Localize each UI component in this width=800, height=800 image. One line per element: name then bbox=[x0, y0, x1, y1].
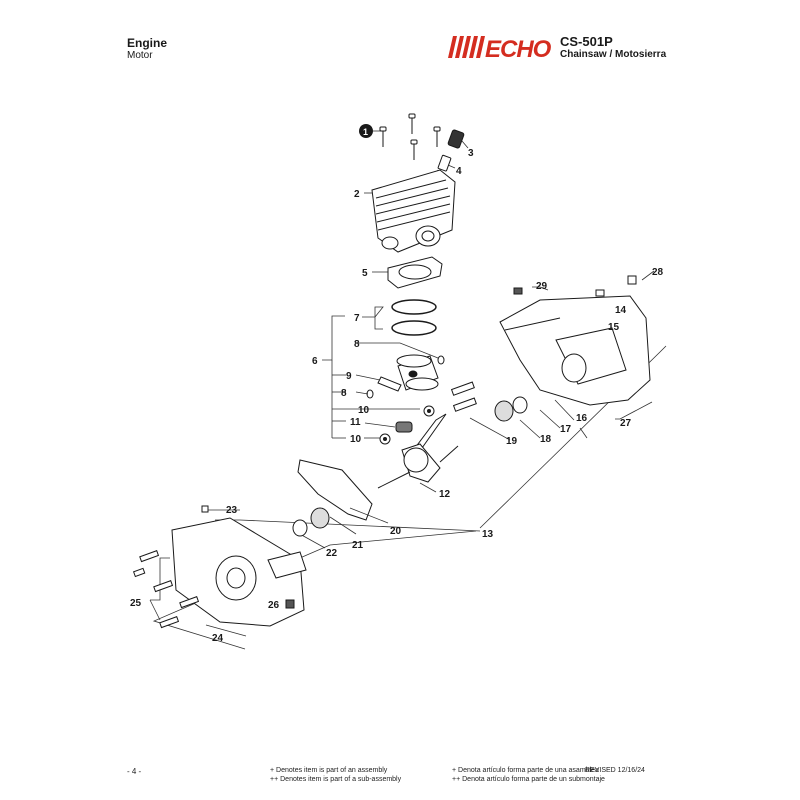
callout-21: 21 bbox=[352, 540, 364, 551]
piston-ring-lower bbox=[391, 320, 437, 336]
callout-12: 12 bbox=[439, 489, 451, 500]
callout-10-upper: 10 bbox=[358, 405, 370, 416]
callout-17: 17 bbox=[560, 424, 572, 435]
spark-plug-cap bbox=[433, 129, 465, 183]
note-subassembly-es: ++ Denota artículo forma parte de un sub… bbox=[452, 776, 605, 783]
callout-28: 28 bbox=[652, 267, 664, 278]
callout-14: 14 bbox=[615, 305, 627, 316]
cylinder-screws bbox=[379, 113, 441, 160]
echo-logo: ECHO bbox=[448, 36, 551, 60]
callout-15: 15 bbox=[608, 322, 620, 333]
cylinder-gasket bbox=[387, 256, 443, 289]
section-subtitle: Motor bbox=[127, 50, 153, 61]
callout-9: 9 bbox=[346, 371, 352, 382]
callout-1: 1 bbox=[363, 127, 368, 137]
callout-26: 26 bbox=[268, 600, 280, 611]
callout-8-upper: 8 bbox=[354, 339, 360, 350]
callout-5: 5 bbox=[362, 268, 368, 279]
note-assembly-es: + Denota artículo forma parte de una asa… bbox=[452, 767, 599, 774]
callout-13: 13 bbox=[482, 529, 494, 540]
callout-1-badge-icon bbox=[359, 124, 373, 138]
callout-6: 6 bbox=[312, 356, 318, 367]
cylinder bbox=[371, 169, 456, 253]
callout-23: 23 bbox=[226, 505, 238, 516]
crankcase-right bbox=[499, 275, 651, 406]
callout-2: 2 bbox=[354, 189, 360, 200]
callout-24: 24 bbox=[212, 633, 224, 644]
piston-pin bbox=[377, 376, 402, 392]
case-bolts bbox=[450, 381, 477, 412]
brand-header: ECHO CS-501P Chainsaw / Motosierra bbox=[447, 34, 687, 64]
piston-pin-clip-left bbox=[366, 389, 374, 399]
callout-25: 25 bbox=[130, 598, 142, 609]
callout-29: 29 bbox=[536, 281, 548, 292]
piston-ring-upper bbox=[391, 299, 437, 315]
callout-7: 7 bbox=[354, 313, 360, 324]
callouts: 1 2 3 4 5 6 7 8 9 8 11 10 10 12 13 14 15… bbox=[130, 124, 664, 644]
note-subassembly-en: ++ Denotes item is part of a sub-assembl… bbox=[270, 776, 402, 783]
assembly-notes-english: + Denotes item is part of an assembly ++… bbox=[270, 766, 401, 784]
leader-lines bbox=[149, 130, 667, 650]
oil-seal-right bbox=[512, 396, 528, 414]
callout-4: 4 bbox=[456, 166, 462, 177]
needle-bearing bbox=[395, 421, 413, 433]
thrust-washer-lower-hole bbox=[383, 437, 387, 441]
crankshaft-bearing-right bbox=[494, 400, 514, 422]
page-number: - 4 - bbox=[127, 767, 142, 776]
crankcase-left bbox=[171, 505, 307, 627]
callout-27: 27 bbox=[620, 418, 632, 429]
callout-19: 19 bbox=[506, 436, 518, 447]
thrust-washer-lower bbox=[379, 433, 391, 445]
crankcase-gasket bbox=[297, 459, 373, 521]
callout-22: 22 bbox=[326, 548, 338, 559]
section-title: Engine bbox=[127, 36, 168, 50]
callout-16: 16 bbox=[576, 413, 588, 424]
oil-seal-left bbox=[292, 519, 308, 537]
callout-18: 18 bbox=[540, 434, 552, 445]
note-assembly-en: + Denotes item is part of an assembly bbox=[270, 767, 388, 774]
callout-20: 20 bbox=[390, 526, 402, 537]
logo-stripes-icon bbox=[448, 36, 485, 58]
callout-10-lower: 10 bbox=[350, 434, 362, 445]
crankcase-screws bbox=[132, 550, 200, 629]
thrust-washer-upper-hole bbox=[427, 409, 431, 413]
assembly-notes-spanish: + Denota artículo forma parte de una asa… bbox=[452, 766, 605, 784]
piston-pin-clip-right bbox=[437, 355, 445, 365]
product-name: Chainsaw / Motosierra bbox=[560, 49, 667, 60]
crankshaft-bearing-left bbox=[310, 507, 330, 529]
cylinder-gasket-bore bbox=[398, 264, 432, 280]
piston bbox=[396, 354, 439, 391]
callout-8-lower: 8 bbox=[341, 388, 347, 399]
thrust-washer-upper bbox=[423, 405, 435, 417]
callout-11: 11 bbox=[350, 417, 361, 428]
section-heading: Engine Motor bbox=[127, 36, 167, 62]
callout-3: 3 bbox=[468, 148, 474, 159]
brand-wordmark: ECHO bbox=[485, 36, 551, 60]
model-number: CS-501P bbox=[560, 34, 613, 49]
crankshaft bbox=[377, 413, 459, 489]
revision-date: REVISED 12/16/24 bbox=[585, 767, 645, 774]
